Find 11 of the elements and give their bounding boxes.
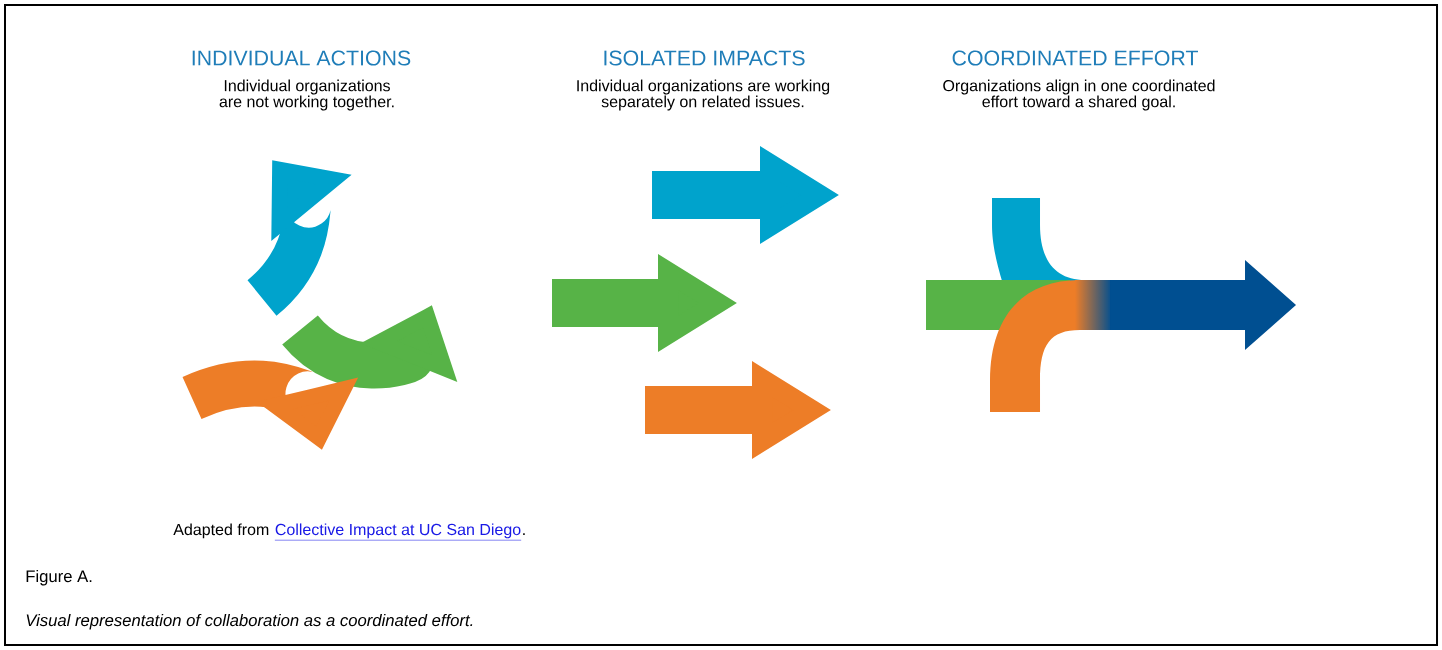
section-heading: COORDINATED EFFORT	[952, 50, 1198, 66]
section-description: Individual organizations are not working together.	[219, 79, 394, 111]
section-heading: INDIVIDUAL ACTIONS	[192, 50, 411, 66]
section-description: Individual organizations are working separately on related issues.	[577, 79, 830, 111]
source-note: .	[523, 533, 525, 535]
source-link: Collective Impact at UC San Diego	[274, 523, 522, 541]
figure-number: Figure A.	[26, 569, 92, 586]
section-description: Organizations align in one coordinated effort toward a shared goal.	[943, 79, 1215, 111]
source-note: Adapted from	[173, 523, 269, 539]
figure-caption: Visual representation of collaboration as a coordinated effort.	[26, 613, 473, 630]
section-heading: ISOLATED IMPACTS	[604, 50, 805, 66]
